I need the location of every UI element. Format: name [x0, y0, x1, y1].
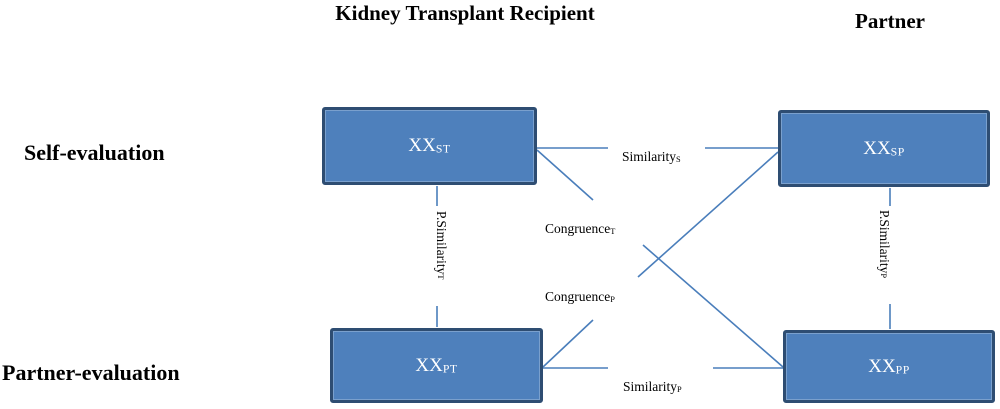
- column-header-partner: Partner: [855, 9, 925, 33]
- similarity-p-subscript: P: [677, 385, 683, 395]
- p-similarity-p-subscript: P: [878, 273, 888, 279]
- node-xx-pt-sub: PT: [442, 362, 458, 376]
- node-xx-st: XXST: [322, 107, 537, 185]
- row-header-partner-evaluation: Partner-evaluation: [2, 360, 180, 385]
- similarity-p-text: Similarity: [623, 379, 677, 394]
- congruence-p-line-lower: [542, 319, 594, 368]
- edge-label-similarity-s: SimilarityS: [622, 149, 681, 165]
- similarity-s-text: Similarity: [622, 149, 676, 164]
- congruence-t-text: Congruence: [545, 221, 611, 236]
- node-xx-pp-label: XXPP: [868, 356, 910, 378]
- node-xx-st-main: XX: [408, 135, 436, 156]
- congruence-t-line-lower: [642, 244, 784, 368]
- edge-label-p-similarity-t: P.SimilarityT: [433, 211, 449, 311]
- congruence-t-line-upper: [536, 149, 594, 201]
- similarity-s-subscript: S: [676, 155, 682, 165]
- node-xx-sp-sub: SP: [890, 145, 905, 159]
- node-xx-sp-main: XX: [863, 137, 891, 159]
- congruence-p-line-upper: [637, 151, 779, 278]
- node-xx-pp: XXPP: [783, 330, 995, 403]
- edge-label-congruence-t: CongruenceT: [545, 221, 616, 237]
- edge-label-congruence-p: CongruenceP: [545, 289, 615, 305]
- column-header-recipient: Kidney Transplant Recipient: [335, 1, 595, 25]
- p-similarity-t-subscript: T: [435, 274, 445, 280]
- p-similarity-p-text: P.Similarity: [877, 210, 892, 274]
- node-xx-pt: XXPT: [330, 328, 543, 403]
- node-xx-pp-sub: PP: [895, 363, 910, 377]
- congruence-p-subscript: P: [610, 295, 616, 305]
- edge-label-p-similarity-p: P.SimilarityP: [876, 210, 892, 310]
- node-xx-pp-main: XX: [868, 355, 896, 377]
- node-xx-pt-label: XXPT: [415, 355, 457, 377]
- p-similarity-t-text: P.Similarity: [434, 211, 449, 275]
- node-xx-pt-main: XX: [415, 354, 443, 376]
- edge-label-similarity-p: SimilarityP: [623, 379, 682, 395]
- node-xx-st-sub: ST: [435, 142, 451, 156]
- congruence-t-subscript: T: [610, 227, 616, 237]
- congruence-p-text: Congruence: [545, 289, 611, 304]
- node-xx-st-label: XXST: [408, 135, 450, 157]
- node-xx-sp-label: XXSP: [863, 138, 905, 160]
- row-header-self-evaluation: Self-evaluation: [24, 140, 165, 165]
- node-xx-sp: XXSP: [778, 110, 990, 187]
